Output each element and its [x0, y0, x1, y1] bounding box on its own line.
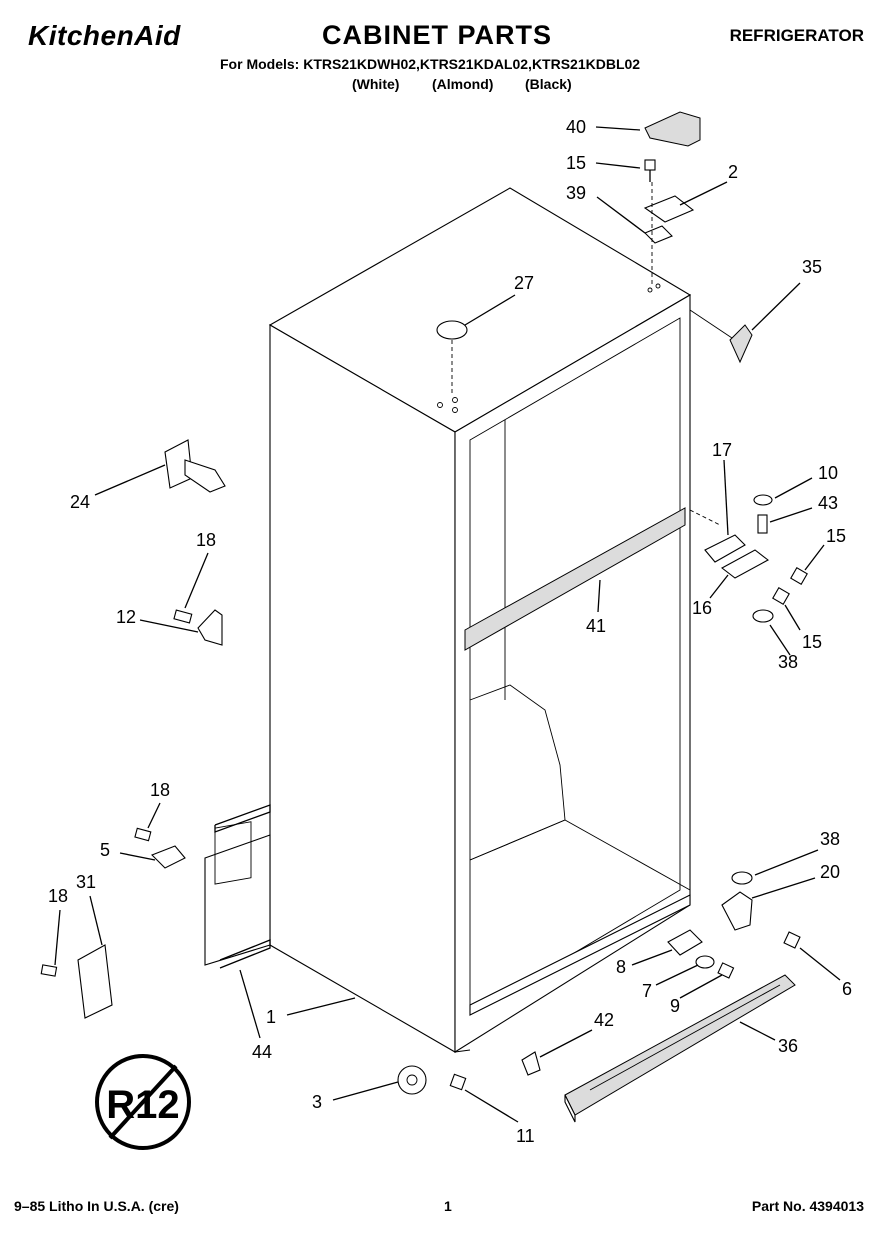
callout-15c: 15 — [802, 632, 822, 652]
callout-18c: 18 — [48, 886, 68, 906]
badge-text: R12 — [106, 1083, 179, 1127]
callout-27: 27 — [514, 273, 534, 293]
toe-grille-part — [564, 974, 796, 1123]
cabinet-body — [268, 187, 692, 1053]
footer-litho: 9–85 Litho In U.S.A. (cre) — [14, 1198, 179, 1214]
callout-36: 36 — [778, 1036, 798, 1056]
footer-part-number: Part No. 4394013 — [751, 1198, 864, 1214]
category-label: REFRIGERATOR — [729, 26, 864, 45]
callout-18: 18 — [196, 530, 216, 550]
screw-top-part — [644, 159, 656, 182]
side-bracket-part — [204, 804, 271, 969]
leveling-parts — [667, 929, 735, 979]
plug-button-part — [436, 320, 468, 413]
callout-7: 7 — [642, 981, 652, 1001]
models-line: For Models: KTRS21KDWH02,KTRS21KDAL02,KT… — [220, 56, 641, 72]
callout-24: 24 — [70, 492, 90, 512]
callout-5: 5 — [100, 840, 110, 860]
callout-12: 12 — [116, 607, 136, 627]
callout-44: 44 — [252, 1042, 272, 1062]
callout-labels: 40 15 2 39 35 27 24 18 12 17 10 43 15 16… — [48, 117, 852, 1146]
callout-18b: 18 — [150, 780, 170, 800]
clip-5-part — [134, 827, 186, 869]
callout-31: 31 — [76, 872, 96, 892]
callout-2: 2 — [728, 162, 738, 182]
brand-logo: KitchenAid — [28, 20, 181, 51]
callout-43: 43 — [818, 493, 838, 513]
cover-31-part — [40, 944, 113, 1019]
callout-38: 38 — [778, 652, 798, 672]
callout-15: 15 — [566, 153, 586, 173]
hinge-shim-part — [644, 225, 673, 244]
trim-clip-part — [689, 309, 753, 364]
top-cap-part — [644, 111, 701, 147]
bracket-3-part — [397, 1065, 427, 1095]
callout-3: 3 — [312, 1092, 322, 1112]
callout-9: 9 — [670, 996, 680, 1016]
r12-refrigerant-badge: R12 — [95, 1054, 191, 1150]
screw-11-part — [449, 1073, 467, 1091]
leader-lines — [54, 126, 841, 1123]
bracket-12-part — [173, 609, 223, 646]
callout-42: 42 — [594, 1010, 614, 1030]
top-hinge-part — [643, 195, 695, 223]
hinge-pin-part — [164, 439, 226, 493]
callout-15b: 15 — [826, 526, 846, 546]
callout-11: 11 — [516, 1126, 535, 1146]
callout-38b: 38 — [820, 829, 840, 849]
callout-17: 17 — [712, 440, 732, 460]
callout-10: 10 — [818, 463, 838, 483]
color-black: (Black) — [525, 76, 572, 92]
callout-41: 41 — [586, 616, 606, 636]
page-title: CABINET PARTS — [322, 20, 553, 50]
callout-1: 1 — [266, 1007, 276, 1027]
footer-page-number: 1 — [444, 1198, 452, 1214]
callout-6: 6 — [842, 979, 852, 999]
callout-16: 16 — [692, 598, 712, 618]
callout-40: 40 — [566, 117, 586, 137]
color-almond: (Almond) — [432, 76, 494, 92]
callout-20: 20 — [820, 862, 840, 882]
bottom-hinge-assembly — [721, 871, 801, 949]
clip-42-part — [521, 1051, 541, 1076]
callout-39: 39 — [566, 183, 586, 203]
callout-35: 35 — [802, 257, 822, 277]
color-white: (White) — [352, 76, 400, 92]
middle-hinge-assembly — [689, 494, 808, 623]
callout-8: 8 — [616, 957, 626, 977]
